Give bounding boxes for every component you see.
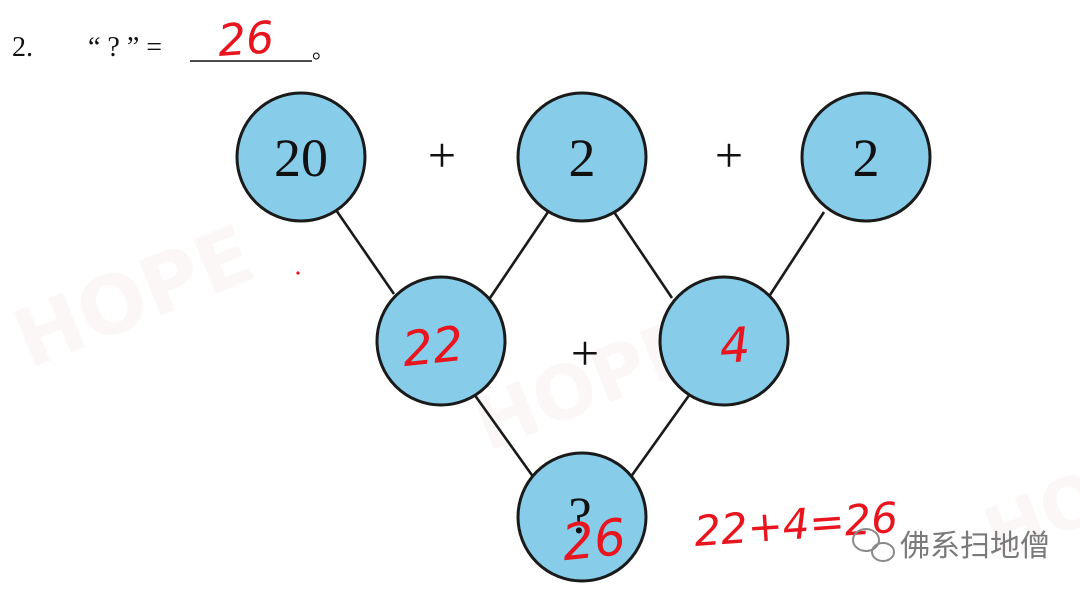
hope-watermark: HOPE [2,207,267,386]
bottom-printed-value: ? [568,488,591,545]
connector-line [612,211,674,299]
connector-lines [334,209,826,479]
top-value-3: 2 [853,128,880,188]
stray-ink-dot [296,271,300,275]
watermark-text: 佛系扫地僧 [900,529,1050,564]
top-circle-1 [235,91,367,223]
middle-circle-1 [375,275,507,407]
question-end-punct: 。 [312,38,334,63]
connector-line [628,393,692,479]
circles [235,91,932,583]
bottom-circle [516,451,648,583]
watermark-chat-icon [852,528,895,562]
plus-sign-top-2: + [715,127,743,183]
top-value-1: 20 [274,128,328,188]
middle-handwritten-1: 22 [400,316,467,378]
top-circle-3 [800,91,932,223]
connector-line [766,211,826,299]
question-number: 2. [12,32,33,63]
top-value-2: 2 [569,128,596,188]
top-circle-2 [516,91,648,223]
question-prompt: “ ? ” = [88,32,162,63]
connector-line [472,393,536,479]
plus-sign-top-1: + [428,127,456,183]
bottom-handwritten-value: 26 [559,508,628,572]
plus-sign-middle: + [571,325,599,381]
connector-line [488,211,550,299]
handwritten-answer: 26 [216,12,275,67]
handwritten-work: 22+4=26 [693,493,900,556]
middle-circle-2 [658,275,790,407]
middle-handwritten-2: 4 [718,317,752,375]
connector-line [334,209,396,295]
